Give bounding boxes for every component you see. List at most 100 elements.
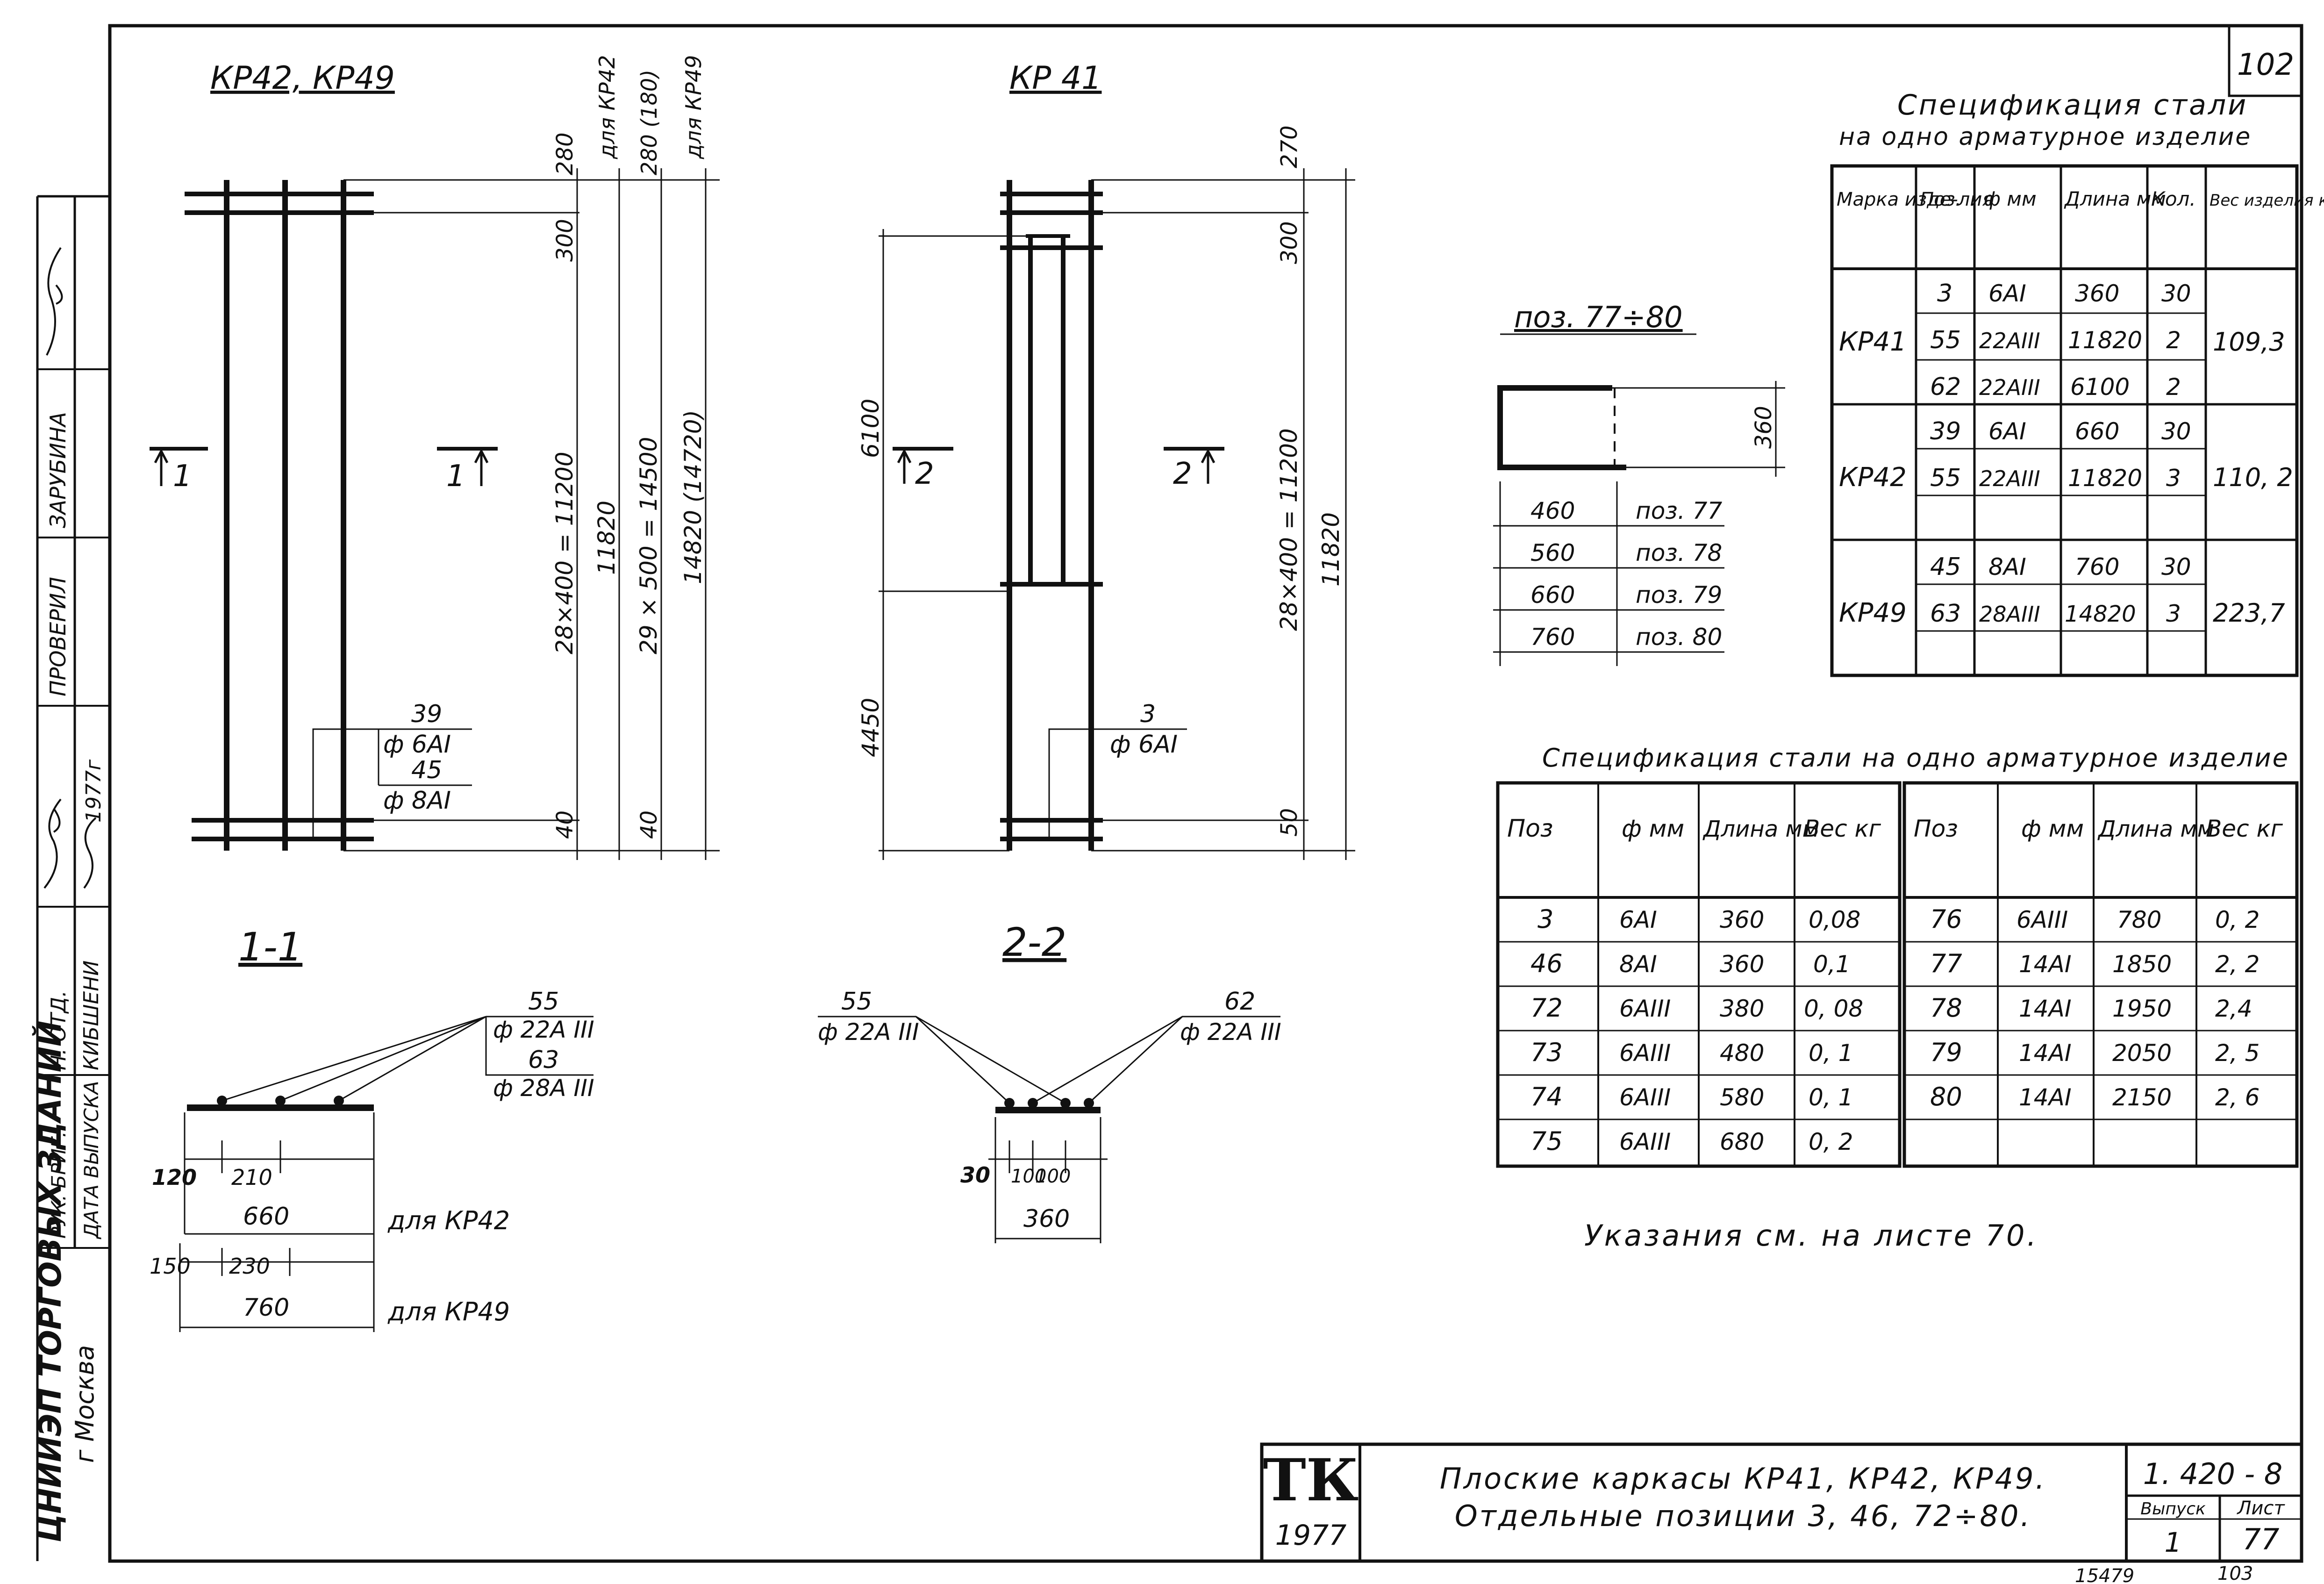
sec2-pos-55: 55 (841, 988, 872, 1016)
spec1-r5-qty: 3 (2166, 465, 2181, 492)
spec2-rh-weight: Вес кг (2206, 815, 2283, 842)
dim-28x400-b: 28×400 = 11200 (1275, 428, 1302, 631)
spec1-r3-len: 6100 (2070, 373, 2130, 401)
spec1-weight-kr41: 109,3 (2213, 327, 2285, 357)
sidebar-date: 1977г (82, 759, 106, 823)
tb-vypusk: 1 (2165, 1527, 2182, 1558)
sec1-dia-22a: ф 22А III (493, 1016, 594, 1043)
dim-40-b: 40 (636, 810, 662, 839)
section-1-right: 1 (446, 459, 465, 494)
s2r-r3-len: 1950 (2112, 995, 2172, 1022)
dim-4450: 4450 (857, 698, 884, 757)
sidebar-name-3: ДАТА ВЫПУСКА (80, 1081, 103, 1240)
spec1-r5-pos: 55 (1930, 464, 1961, 492)
label-dia-6ai-b: ф 6АI (1110, 731, 1178, 759)
dim-300-b: 300 (1276, 221, 1302, 264)
s2r-r5-len: 2150 (2112, 1084, 2172, 1111)
tb-line1: Плоские каркасы КР41, КР42, КР49. (1440, 1462, 2046, 1496)
spec1-r3-qty: 2 (2166, 373, 2181, 401)
s2r-r2-pos: 77 (1930, 949, 1962, 978)
spec1-r3-pos: 62 (1930, 373, 1961, 401)
sec2-dia-left: ф 22А III (818, 1018, 919, 1046)
pos77-len-2: 560 (1530, 539, 1575, 566)
spec1-h-weight: Вес изделия кг (2210, 191, 2324, 210)
pos77-pos-4: поз. 80 (1636, 624, 1722, 651)
spec1-r7-pos: 63 (1930, 600, 1961, 628)
pos77-pos-2: поз. 78 (1636, 539, 1722, 566)
spec2-lh-dia: ф мм (1622, 815, 1684, 842)
spec1-r3-dia: 22АIII (1979, 375, 2040, 400)
sec1-dim-150: 150 (150, 1254, 191, 1279)
pos-77-80-detail: поз. 77÷80 360 460 поз. 77 560 поз. 78 6… (1493, 300, 1785, 666)
spec1-r4-dia: 6АI (1988, 418, 2026, 445)
s2r-r1-dia: 6АIII (2017, 906, 2068, 933)
s2r-r4-dia: 14АI (2019, 1039, 2072, 1067)
spec2-lh-pos: Поз (1507, 815, 1553, 843)
spec1-title-line1: Спецификация стали (1897, 89, 2248, 122)
spec1-r1-len: 360 (2075, 280, 2119, 307)
signature-2 (43, 798, 62, 889)
s2r-r5-pos: 80 (1930, 1082, 1962, 1111)
s2l-r1-dia: 6АI (1619, 906, 1657, 933)
dim-for-kr49: для КР49 (681, 55, 706, 159)
note-text: Указания см. на листе 70. (1584, 1218, 2038, 1253)
s2l-r6-pos: 75 (1530, 1126, 1563, 1156)
signature-1 (46, 247, 63, 356)
spec1-r6-len: 760 (2075, 553, 2119, 581)
s2l-r1-len: 360 (1720, 906, 1764, 933)
spec1-r6-pos: 45 (1930, 553, 1961, 581)
s2r-r3-dia: 14АI (2019, 995, 2072, 1022)
spec1-r7-dia: 28АIII (1979, 602, 2040, 627)
s2r-r2-wt: 2, 2 (2215, 951, 2260, 978)
spec1-r5-dia: 22АIII (1979, 466, 2040, 491)
spec1-r2-qty: 2 (2166, 327, 2181, 354)
label-pos-39: 39 (411, 700, 442, 728)
s2r-r5-wt: 2, 6 (2215, 1084, 2260, 1111)
spec1-h-dia: ф мм (1984, 187, 2037, 210)
spec1-r7-len: 14820 (2065, 601, 2136, 627)
s2l-r4-wt: 0, 1 (1809, 1039, 1853, 1067)
spec2-title: Спецификация стали на одно арматурное из… (1542, 743, 2289, 773)
s2r-r3-wt: 2,4 (2215, 995, 2252, 1022)
tb-vypusk-label: Выпуск (2140, 1499, 2206, 1519)
spec1-r7-qty: 3 (2166, 600, 2181, 627)
spec1-r2-dia: 22АIII (1979, 328, 2040, 353)
tb-doc-code: 1. 420 - 8 (2143, 1457, 2282, 1491)
section-2-2: 2-2 55 ф 22А III 62 ф 22А III 30 100 100… (818, 919, 1281, 1243)
s2r-r4-pos: 79 (1930, 1038, 1962, 1067)
s2l-r6-dia: 6АIII (1619, 1128, 1671, 1155)
sec1-dim-760: 760 (243, 1294, 289, 1322)
section2-title: 2-2 (1002, 919, 1066, 965)
spec1-r6-dia: 8АI (1988, 553, 2026, 581)
spec1-h-mark: Марка изде-лия (1837, 189, 1993, 210)
s2l-r2-dia: 8АI (1619, 951, 1657, 978)
dim-29x500: 29 × 500 = 14500 (635, 437, 662, 654)
sidebar-org-name: ЦНИИЭП ТОРГОВЫХ ЗДАНИЙ (32, 1021, 68, 1542)
section-1-1: 1-1 55 ф 22А III 63 ф 28А III 120 210 66… (150, 924, 594, 1332)
s2l-r2-pos: 46 (1530, 949, 1563, 978)
pos77-len-1: 460 (1530, 497, 1575, 524)
s2r-r4-wt: 2, 5 (2215, 1039, 2260, 1067)
s2l-r5-dia: 6АIII (1619, 1084, 1671, 1111)
spec1-h-qty: Кол. (2151, 187, 2196, 210)
spec2-rh-pos: Поз (1914, 815, 1958, 842)
sec1-for-kr42: для КР42 (387, 1206, 510, 1235)
s2l-r3-len: 380 (1720, 995, 1764, 1022)
dim-270: 270 (1276, 125, 1302, 168)
s2r-r2-dia: 14АI (2019, 951, 2072, 978)
spec1-r6-qty: 30 (2161, 553, 2191, 581)
sec1-for-kr49: для КР49 (387, 1297, 510, 1326)
tb-line2: Отдельные позиции 3, 46, 72÷80. (1455, 1499, 2031, 1533)
sec2-dia-right: ф 22А III (1180, 1018, 1281, 1046)
section-2-right: 2 (1173, 457, 1192, 491)
dim-for-kr42: для КР42 (594, 55, 620, 159)
spec1-r1-qty: 30 (2161, 280, 2191, 307)
title-block: ТК 1977 Плоские каркасы КР41, КР42, КР49… (1260, 1442, 2302, 1561)
page-number-box: 102 (2228, 26, 2302, 97)
spec2-lh-weight: Вес кг (1804, 815, 1881, 842)
sidebar-name-1: ЗАРУБИНА (45, 412, 71, 528)
s2l-r4-pos: 73 (1530, 1038, 1563, 1067)
sec2-dim-30: 30 (960, 1162, 990, 1188)
s2l-r2-len: 360 (1720, 951, 1764, 978)
label-pos-45: 45 (411, 756, 442, 784)
